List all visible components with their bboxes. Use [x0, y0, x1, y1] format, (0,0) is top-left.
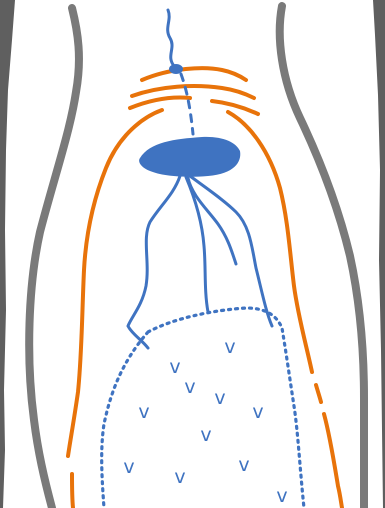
v-mark: v — [169, 356, 180, 378]
v-mark: v — [276, 485, 287, 507]
orange-left-lower-segment — [72, 474, 73, 508]
blue-node — [169, 64, 183, 74]
v-mark: v — [123, 456, 134, 478]
v-mark: v — [214, 387, 225, 409]
v-mark: v — [184, 376, 195, 398]
v-mark: v — [200, 424, 211, 446]
v-mark: v — [174, 466, 185, 488]
v-mark: v — [138, 401, 149, 423]
v-mark: v — [238, 454, 249, 476]
v-mark: v — [224, 336, 235, 358]
v-mark: v — [252, 401, 263, 423]
